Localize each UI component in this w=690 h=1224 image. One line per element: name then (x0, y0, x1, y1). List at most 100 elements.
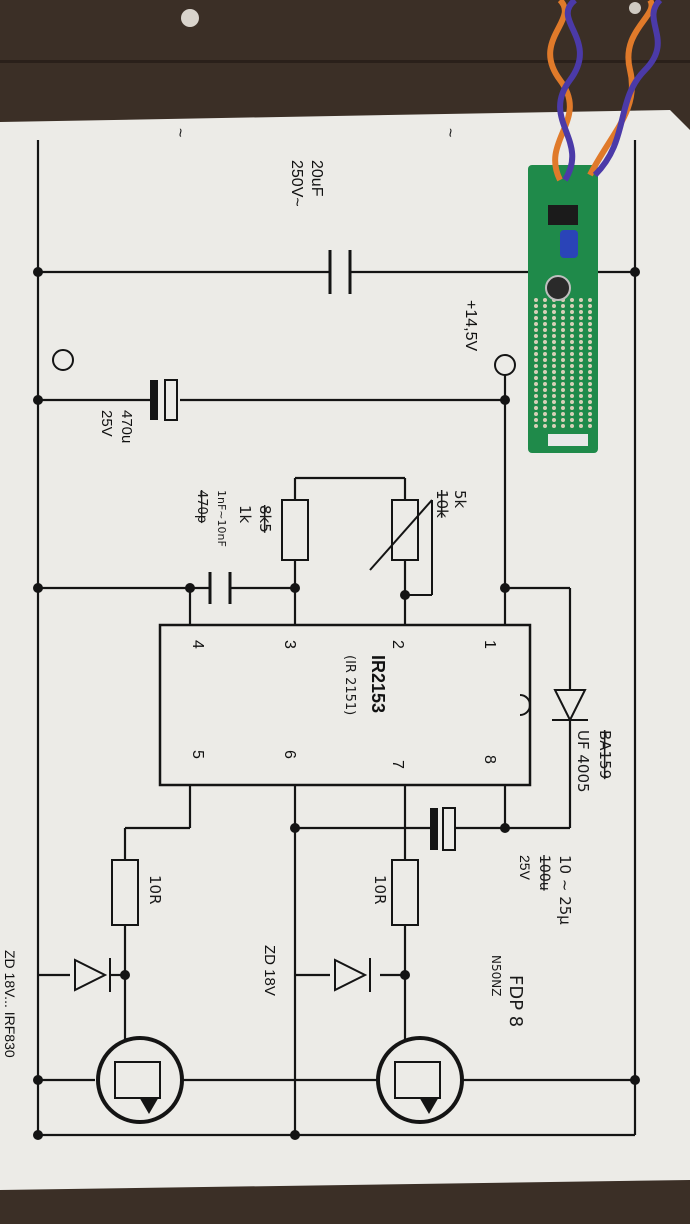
table-plank-line (0, 60, 690, 63)
label-res-orig: 8k5 (256, 505, 274, 533)
gate-resistor-lo-symbol (111, 859, 139, 926)
pcb-hole (588, 316, 592, 320)
zener-lo-symbol (74, 958, 111, 992)
pcb-hole (570, 322, 574, 326)
pcb-hole (561, 352, 565, 356)
pcb-hole (552, 304, 556, 308)
pcb-hole (534, 400, 538, 404)
pcb-hole (588, 406, 592, 410)
zener-hi-symbol (334, 958, 371, 992)
pcb-hole (588, 364, 592, 368)
pcb-hole (543, 364, 547, 368)
pcb-black-component (548, 205, 578, 225)
label-cap-main: 20uF (308, 160, 325, 197)
wire-orange-2 (587, 0, 655, 177)
pcb-hole (588, 328, 592, 332)
pcb-hole (552, 322, 556, 326)
pcb-hole (534, 412, 538, 416)
pcb-hole (543, 394, 547, 398)
rail-mark-top: ~ (441, 128, 458, 137)
pcb-hole (552, 406, 556, 410)
label-group-cap-timing: 1nF~10nF 470p (194, 490, 228, 547)
pcb-hole (552, 388, 556, 392)
pcb-hole (552, 394, 556, 398)
pcb-hole (588, 346, 592, 350)
pcb-hole (543, 334, 547, 338)
pcb-hole (552, 382, 556, 386)
pcb-hole (534, 370, 538, 374)
pcb-hole (552, 334, 556, 338)
pcb-hole (534, 388, 538, 392)
label-diode-new: UF 4005 (574, 730, 592, 793)
label-gate-res-hi: 10R (371, 875, 389, 905)
pcb-hole (552, 412, 556, 416)
pcb-blue-component (560, 230, 578, 258)
pcb-hole (579, 424, 583, 428)
pcb-hole (579, 418, 583, 422)
pcb-hole (588, 418, 592, 422)
pin-4: 4 (189, 640, 206, 649)
pcb-hole (543, 400, 547, 404)
pcb-hole (543, 376, 547, 380)
label-group-cap-bulk: 470u 25V (98, 410, 135, 443)
wire-orange (547, 0, 573, 182)
label-mosfet-hi: FDP 8 (505, 975, 526, 1027)
pcb-hole (588, 394, 592, 398)
pcb-hole (570, 370, 574, 374)
label-boot-cap-volt: 25V (517, 855, 533, 881)
pcb-hole (534, 310, 538, 314)
label-res-new: 1k (236, 505, 254, 524)
pcb-hole (561, 376, 565, 380)
pcb-hole (579, 346, 583, 350)
pcb-hole (561, 358, 565, 362)
label-supply: +14,5V (462, 300, 479, 351)
pcb-hole (552, 340, 556, 344)
resistor-1k-symbol (281, 499, 309, 561)
label-group-res: 8k5 1k (236, 505, 274, 533)
label-ic-alt: (IR 2151) (342, 655, 357, 715)
label-group-cap-main: 20uF 250V~ (288, 160, 325, 207)
pcb-hole (543, 310, 547, 314)
pcb-hole (570, 364, 574, 368)
pcb-hole (543, 316, 547, 320)
pcb-hole (561, 340, 565, 344)
pcb-hole (561, 346, 565, 350)
pcb-hole (534, 340, 538, 344)
pcb-hole (552, 328, 556, 332)
pcb-hole (561, 334, 565, 338)
pcb-hole (570, 412, 574, 416)
pcb-hole (588, 334, 592, 338)
pcb-hole (543, 412, 547, 416)
pcb-hole (570, 376, 574, 380)
pcb-hole (579, 382, 583, 386)
pcb-hole (588, 310, 592, 314)
pcb-hole (570, 298, 574, 302)
pcb-hole (579, 394, 583, 398)
label-cap-timing-orig: 470p (194, 490, 209, 523)
pcb-hole (534, 334, 538, 338)
pcb-hole (552, 364, 556, 368)
label-ic-name: IR2153 (368, 655, 388, 713)
pcb-hole (552, 424, 556, 428)
pcb-hole (543, 346, 547, 350)
label-group-pot: 5k 10k (433, 490, 469, 518)
label-cap-bulk-volt: 25V (98, 410, 115, 437)
pcb-hole (543, 352, 547, 356)
pcb-hole (570, 328, 574, 332)
pcb-hole (543, 370, 547, 374)
pcb-hole (579, 412, 583, 416)
pcb-hole (543, 388, 547, 392)
pin-6: 6 (281, 750, 298, 759)
pcb-capacitor (545, 275, 571, 301)
pcb-hole (588, 424, 592, 428)
wire-purple (557, 0, 583, 182)
pcb-hole (561, 418, 565, 422)
label-pot-orig: 10k (433, 490, 451, 518)
pcb-hole (588, 370, 592, 374)
pcb-hole (534, 418, 538, 422)
pcb-hole (561, 304, 565, 308)
pcb-hole (543, 304, 547, 308)
pcb-hole (579, 406, 583, 410)
pcb-hole (570, 400, 574, 404)
pcb-hole (579, 358, 583, 362)
